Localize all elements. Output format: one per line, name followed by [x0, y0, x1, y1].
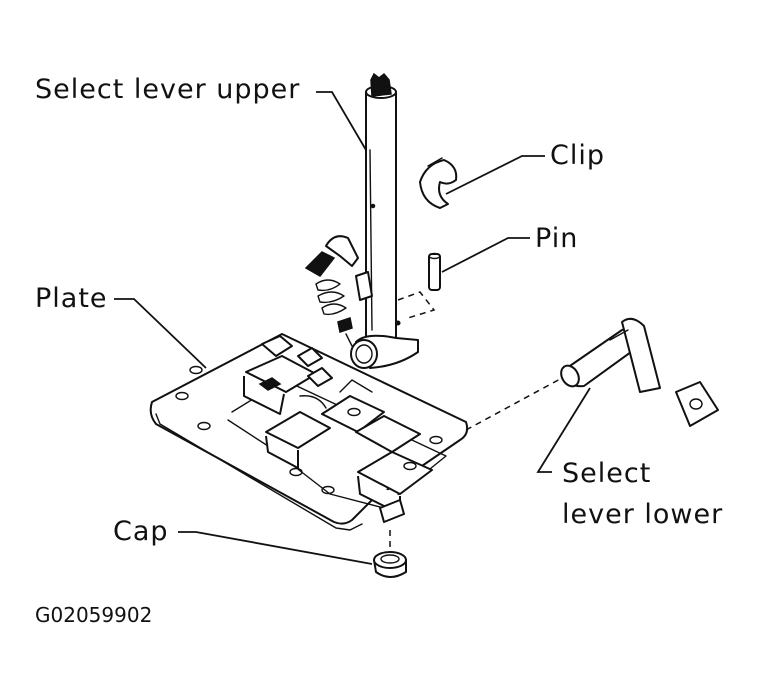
- detent-spring-assembly: [304, 235, 373, 347]
- cap-part: [373, 530, 407, 578]
- select-lever-lower-part: [560, 317, 719, 427]
- label-pin: Pin: [535, 223, 579, 254]
- figure-id: G02059902: [35, 603, 153, 627]
- label-plate: Plate: [35, 283, 108, 314]
- label-select-lever-lower-line2: lever lower: [562, 499, 724, 530]
- plate-part: [149, 333, 469, 531]
- label-select-lever-upper: Select lever upper: [35, 74, 301, 105]
- leader-lines: [114, 91, 591, 565]
- label-clip: Clip: [550, 140, 605, 171]
- clip-part: [419, 157, 458, 209]
- label-select-lever-lower-line1: Select: [562, 458, 652, 489]
- label-cap: Cap: [113, 516, 169, 547]
- pin-part: [428, 252, 441, 291]
- select-lever-upper-part: [350, 72, 419, 369]
